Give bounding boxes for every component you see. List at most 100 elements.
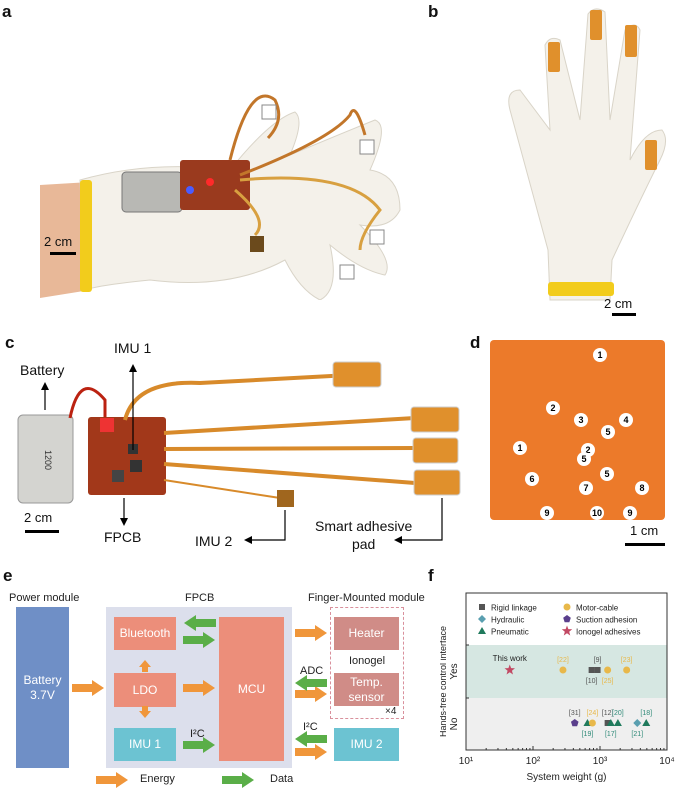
heater-block: Heater [334, 617, 399, 650]
x-tick-label: 10³ [593, 756, 608, 767]
panel-b-scale-bar [612, 313, 636, 316]
callout-smart-adhesive-pad: Smart adhesive pad [315, 518, 413, 552]
panel-c-label: c [5, 333, 15, 352]
x-tick-label: 10⁴ [659, 756, 674, 767]
data-label: [21] [631, 731, 643, 738]
imu1-block: IMU 1 [114, 728, 176, 761]
callout-battery: Battery [20, 362, 65, 378]
mcu-block: MCU [219, 617, 284, 761]
ionogel-label: Ionogel [349, 655, 386, 667]
callout-fpcb: FPCB [104, 529, 142, 545]
component-marker: 9 [540, 506, 554, 520]
x-tick-label: 10² [526, 756, 541, 767]
data-point [633, 719, 642, 727]
x-tick-label: 10¹ [459, 756, 474, 767]
data-label: This work [493, 654, 528, 663]
component-marker: 8 [635, 481, 649, 495]
energy-arrow-ldo-imu1 [139, 706, 151, 718]
energy-arrow-mcu-temp [295, 686, 327, 702]
legend-marker [478, 627, 486, 634]
data-point [588, 667, 595, 673]
data-point [570, 719, 579, 727]
data-label: [20] [612, 710, 624, 717]
data-arrow-imu2-mcu [295, 731, 327, 747]
adc-label: ADC [300, 665, 324, 677]
data-label: [17] [605, 731, 617, 738]
component-marker: 1 [513, 441, 527, 455]
i2c-label-left: I²C [190, 728, 205, 740]
data-label: [19] [582, 731, 594, 738]
y-tick-label: Yes [449, 663, 460, 679]
battery-print: 1200 [43, 450, 53, 470]
data-arrow-temp-mcu [295, 675, 327, 691]
data-point [623, 666, 631, 674]
legend-entry: Suction adhesion [576, 616, 637, 625]
block-diagram-arrows [72, 615, 327, 788]
data-label: [25] [602, 678, 614, 685]
temp-sensor-block: Temp. sensor [334, 673, 399, 706]
legend-marker [478, 615, 486, 623]
data-point [604, 666, 612, 674]
data-point [588, 719, 596, 727]
panel-f-label: f [428, 566, 434, 585]
y-axis-label: Hands-free control interface [440, 626, 448, 737]
finger-module-dashed-box [330, 607, 404, 719]
component-marker: 3 [574, 413, 588, 427]
imu2-block: IMU 2 [334, 728, 399, 761]
component-marker: 5 [577, 452, 591, 466]
component-marker: 2 [546, 401, 560, 415]
component-marker: 6 [525, 472, 539, 486]
legend-entry: Hydraulic [491, 616, 524, 625]
no-band [466, 698, 667, 750]
legend-energy-arrow [96, 772, 128, 788]
panel-d-scale-label: 1 cm [630, 523, 659, 538]
data-label: [31] [569, 710, 581, 717]
legend-entry: Rigid linkage [491, 604, 537, 613]
data-label: [10] [586, 678, 598, 685]
component-marker: 5 [600, 467, 614, 481]
data-point [613, 719, 622, 726]
legend-entry: Motor-cable [576, 604, 619, 613]
legend-marker [563, 603, 571, 611]
legend-marker [479, 604, 485, 610]
plot-frame [465, 592, 668, 751]
data-arrows [183, 615, 327, 788]
component-marker: 10 [590, 506, 604, 520]
multiplier-label: ×4 [385, 706, 397, 717]
component-marker: 4 [619, 413, 633, 427]
data-arrow-mcu-bluetooth [184, 615, 216, 631]
data-label: [23] [621, 657, 633, 664]
component-marker: 5 [601, 425, 615, 439]
section-fpcb: FPCB [185, 592, 215, 604]
glove-photo-side-view [40, 94, 401, 300]
panel-d-scale-bar [625, 543, 665, 546]
data-label: [12] [602, 710, 614, 717]
panel-b-scale-label: 2 cm [604, 296, 633, 311]
i2c-label-right: I²C [303, 721, 318, 733]
callout-imu2: IMU 2 [195, 533, 233, 549]
yes-band [466, 645, 667, 698]
panel-c-scale-label: 2 cm [24, 510, 53, 525]
legend-marker [563, 615, 571, 623]
legend-energy-label: Energy [140, 773, 175, 785]
data-point [642, 719, 651, 726]
component-marker: 7 [579, 481, 593, 495]
legend-data-label: Data [270, 773, 294, 785]
data-point [594, 667, 601, 673]
energy-arrow-mcu-heater [295, 625, 327, 641]
callout-imu1: IMU 1 [114, 340, 152, 356]
x-axis-label: System weight (g) [526, 772, 606, 783]
component-marker: 1 [593, 348, 607, 362]
data-arrow-imu1-mcu [183, 737, 215, 753]
energy-arrow-battery-ldo [72, 680, 104, 696]
battery-block: Battery 3.7V [16, 607, 69, 768]
section-power-module: Power module [9, 592, 80, 604]
data-point [504, 664, 515, 675]
section-finger-mounted-module: Finger-Mounted module [308, 592, 425, 604]
y-tick-label: No [449, 717, 460, 730]
panel-a-scale-bar [50, 252, 76, 255]
data-arrow-bluetooth-mcu [183, 632, 215, 648]
panel-b-label: b [428, 2, 439, 21]
panel-a-label: a [2, 2, 12, 21]
